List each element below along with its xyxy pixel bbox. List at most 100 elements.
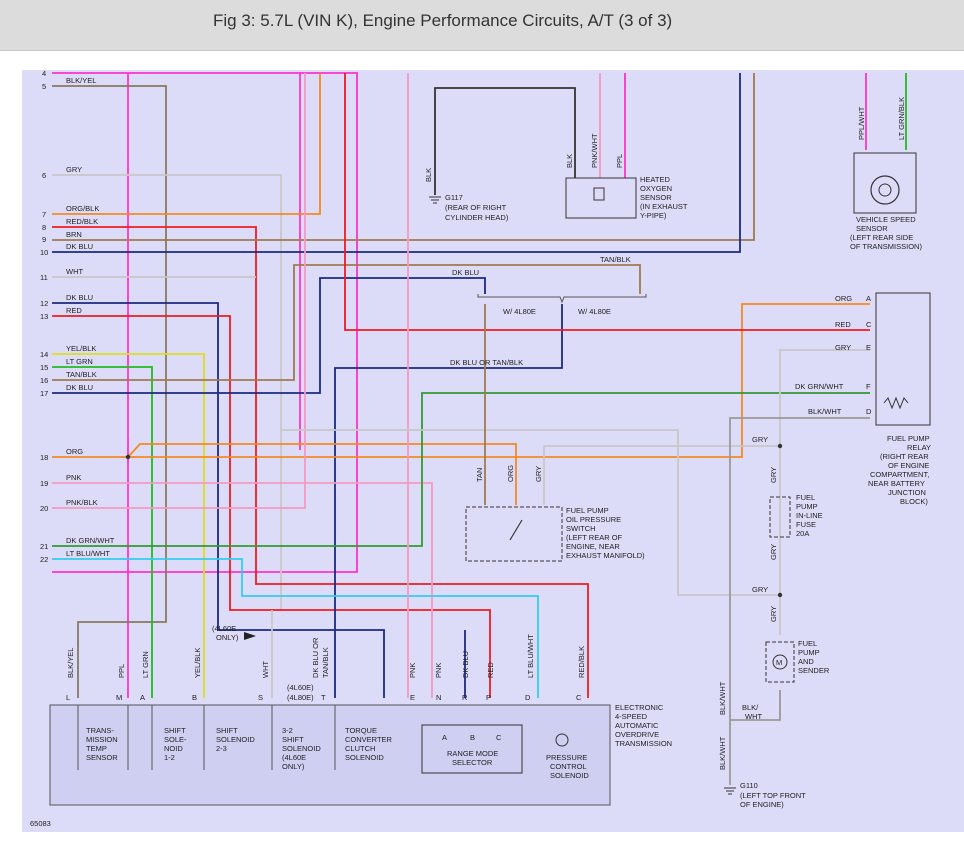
svg-text:TORQUE: TORQUE [345, 726, 377, 735]
svg-text:RED: RED [835, 320, 851, 329]
svg-text:NOID: NOID [164, 744, 183, 753]
wire-blk-g117 [434, 87, 576, 195]
label-g117: G117 [445, 193, 463, 202]
svg-text:E: E [866, 343, 871, 352]
svg-text:D: D [525, 693, 531, 702]
svg-text:SHIFT: SHIFT [164, 726, 186, 735]
svg-text:1-2: 1-2 [164, 753, 175, 762]
svg-text:FUEL: FUEL [798, 639, 817, 648]
label-blk-ho2s: BLK [565, 154, 574, 168]
trans-text: ELECTRONIC 4-SPEED AUTOMATIC OVERDRIVE T… [615, 703, 672, 748]
svg-text:SELECTOR: SELECTOR [452, 758, 493, 767]
range-mode-selector-box [421, 724, 523, 774]
svg-text:WHT: WHT [261, 661, 270, 678]
svg-text:SOLENOID: SOLENOID [550, 771, 589, 780]
svg-text:B: B [192, 693, 197, 702]
label-gry-1: GRY [752, 435, 768, 444]
wire-lt-grn [52, 366, 153, 698]
wire-label: TAN/BLK [66, 370, 97, 379]
wire-label: BLK/YEL [66, 76, 96, 85]
wire-label: GRY [66, 165, 82, 174]
svg-text:CONTROL: CONTROL [550, 762, 587, 771]
pin-number: 10 [40, 248, 48, 257]
label-w4l80e-2: W/ 4L80E [578, 307, 611, 316]
wire-gry-switch [281, 429, 780, 596]
wire-label: BRN [66, 230, 82, 239]
svg-text:PNK: PNK [434, 663, 443, 678]
svg-text:B: B [470, 733, 475, 742]
label-gry-3: GRY [769, 544, 778, 560]
svg-text:F: F [866, 382, 871, 391]
oil-pressure-switch-box [465, 506, 563, 562]
label-g110: G110 [740, 781, 758, 790]
svg-text:BLK/WHT: BLK/WHT [808, 407, 842, 416]
left-wire-labels: BLK/YEL GRY ORG/BLK RED/BLK BRN DK BLU W… [66, 76, 115, 558]
svg-text:AUTOMATIC: AUTOMATIC [615, 721, 659, 730]
wire-pnk-19 [52, 482, 433, 698]
figure-id: 65083 [30, 819, 51, 828]
bottom-wire-labels: BLK/YEL PPL LT GRN YEL/BLK WHT DK BLU OR… [66, 634, 586, 678]
wire-brn [52, 73, 755, 241]
pin-number: 14 [40, 350, 48, 359]
svg-text:DK BLU: DK BLU [461, 651, 470, 678]
svg-text:JUNCTION: JUNCTION [888, 488, 926, 497]
wire-label: PNK/BLK [66, 498, 98, 507]
label-dk-blu: DK BLU [452, 268, 479, 277]
svg-text:A: A [140, 693, 145, 702]
wire-blkwht-relay [729, 417, 870, 785]
wire-org-blk [52, 73, 321, 215]
wire-blk-yel [52, 85, 167, 698]
svg-text:S: S [258, 693, 263, 702]
svg-text:PPL: PPL [117, 664, 126, 678]
wire-tan-blk [52, 264, 641, 381]
transmission-box [49, 704, 611, 806]
svg-text:PNK: PNK [408, 663, 417, 678]
wire-ltblu-wht [52, 558, 539, 698]
label-tan-blk: TAN/BLK [600, 255, 631, 264]
pin-number: 6 [42, 171, 46, 180]
svg-text:PUMP: PUMP [798, 648, 820, 657]
svg-text:GRY: GRY [835, 343, 851, 352]
wire-yel-blk [52, 353, 205, 698]
pin-number: 11 [40, 273, 48, 282]
svg-text:FUEL PUMP: FUEL PUMP [887, 434, 930, 443]
wire-label: LT GRN [66, 357, 93, 366]
wire-dkblu-17 [52, 277, 486, 394]
pin-number: 22 [40, 555, 48, 564]
label-4l60e-only-1: (4L60E [212, 624, 236, 633]
label-gry-2: GRY [769, 467, 778, 483]
pin-number: 13 [40, 312, 48, 321]
svg-text:ENGINE, NEAR: ENGINE, NEAR [566, 542, 620, 551]
svg-text:SENSOR: SENSOR [640, 193, 672, 202]
wire-pnk-blk [52, 73, 306, 509]
wire-gry-relay-e [779, 349, 870, 445]
svg-text:OF TRANSMISSION): OF TRANSMISSION) [850, 242, 922, 251]
arrow-right-icon [244, 632, 256, 640]
label-blk-wht-1: BLK/WHT [718, 681, 727, 715]
svg-text:TRANSMISSION: TRANSMISSION [615, 739, 672, 748]
svg-text:FUEL: FUEL [796, 493, 815, 502]
svg-text:R: R [462, 693, 468, 702]
component-labels: TRANS- MISSION TEMP SENSOR SHIFT SOLE- N… [86, 726, 589, 780]
fuse-box [769, 496, 791, 538]
svg-text:2-3: 2-3 [216, 744, 227, 753]
svg-text:SENSOR: SENSOR [856, 224, 888, 233]
label-gry-ops: GRY [534, 466, 543, 482]
svg-text:C: C [496, 733, 502, 742]
svg-text:(LEFT REAR SIDE: (LEFT REAR SIDE [850, 233, 913, 242]
svg-text:TAN/BLK: TAN/BLK [321, 647, 330, 678]
svg-text:RED: RED [486, 662, 495, 678]
wire-label: RED [66, 306, 82, 315]
svg-text:T: T [321, 693, 326, 702]
wire-label: PNK [66, 473, 81, 482]
svg-text:(4L60E: (4L60E [282, 753, 306, 762]
svg-text:MISSION: MISSION [86, 735, 118, 744]
svg-text:OVERDRIVE: OVERDRIVE [615, 730, 659, 739]
svg-text:VEHICLE SPEED: VEHICLE SPEED [856, 215, 916, 224]
fuel-pump-relay-box [875, 292, 931, 426]
label-lt-grn-blk: LT GRN/BLK [897, 97, 906, 140]
svg-text:DK GRN/WHT: DK GRN/WHT [795, 382, 844, 391]
vss-core [878, 183, 892, 197]
svg-text:RED/BLK: RED/BLK [577, 646, 586, 678]
